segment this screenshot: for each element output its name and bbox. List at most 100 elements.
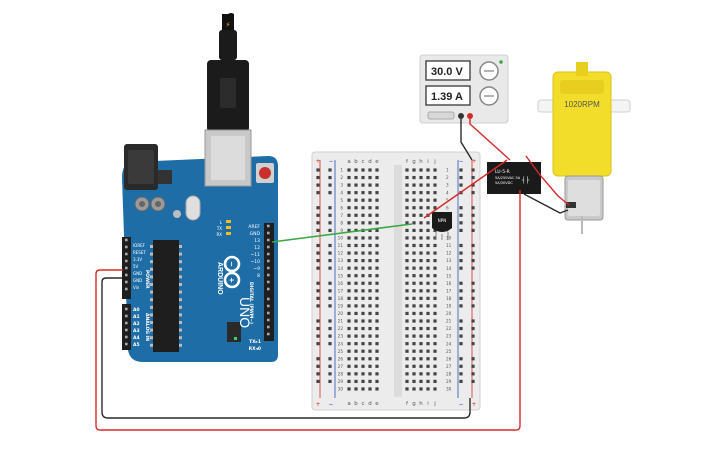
rail-hole[interactable] [316,221,320,225]
rail-hole[interactable] [316,243,320,248]
rail-hole[interactable] [459,372,463,376]
breadboard-hole[interactable] [368,311,372,316]
breadboard-hole[interactable] [361,198,365,202]
breadboard-hole[interactable] [412,221,416,225]
breadboard-hole[interactable] [405,311,409,316]
breadboard-hole[interactable] [419,213,423,217]
breadboard-hole[interactable] [419,326,423,331]
breadboard-hole[interactable] [426,296,430,300]
breadboard-hole[interactable] [368,289,372,293]
breadboard-hole[interactable] [354,191,358,195]
breadboard-hole[interactable] [354,243,358,248]
rail-hole[interactable] [471,296,475,300]
header-pin[interactable] [267,224,270,228]
breadboard-hole[interactable] [405,206,409,210]
rail-hole[interactable] [316,259,320,263]
breadboard-hole[interactable] [405,251,409,255]
breadboard-hole[interactable] [433,243,437,248]
breadboard-hole[interactable] [405,221,409,225]
breadboard-hole[interactable] [347,266,351,270]
transistor[interactable]: NPN [432,212,452,240]
header-pin[interactable] [125,328,128,332]
breadboard-hole[interactable] [361,379,365,383]
breadboard-hole[interactable] [412,236,416,240]
breadboard-hole[interactable] [405,168,409,172]
header-pin[interactable] [125,266,128,270]
rail-hole[interactable] [459,342,463,346]
rail-hole[interactable] [316,266,320,270]
breadboard-hole[interactable] [375,175,379,180]
breadboard-hole[interactable] [419,379,423,383]
breadboard-hole[interactable] [354,274,358,278]
breadboard-hole[interactable] [347,387,351,391]
rail-hole[interactable] [471,243,475,248]
breadboard-hole[interactable] [368,266,372,270]
breadboard-hole[interactable] [354,379,358,383]
reset-button[interactable] [259,167,271,179]
breadboard-hole[interactable] [419,342,423,346]
rail-hole[interactable] [316,364,320,368]
breadboard-hole[interactable] [361,236,365,240]
header-pin[interactable] [125,307,128,311]
header-pin[interactable] [267,259,270,263]
breadboard-hole[interactable] [361,319,365,323]
breadboard-hole[interactable] [412,183,416,187]
wire-red-relay-motor[interactable] [525,155,570,206]
breadboard-hole[interactable] [375,206,379,210]
rail-hole[interactable] [316,319,320,323]
breadboard-hole[interactable] [368,251,372,255]
rail-hole[interactable] [316,251,320,255]
breadboard-hole[interactable] [368,228,372,232]
breadboard-hole[interactable] [375,168,379,172]
rail-hole[interactable] [316,379,320,383]
breadboard-hole[interactable] [433,357,437,361]
breadboard-hole[interactable] [405,319,409,323]
arduino-uno-board[interactable]: ⚡ L TX RX [122,13,278,362]
rail-hole[interactable] [471,168,475,172]
header-pin[interactable] [267,304,270,308]
breadboard-hole[interactable] [361,191,365,195]
breadboard-hole[interactable] [433,311,437,316]
breadboard-hole[interactable] [405,236,409,240]
rail-hole[interactable] [459,304,463,308]
breadboard-hole[interactable] [412,168,416,172]
breadboard-hole[interactable] [433,379,437,383]
motor-terminal[interactable] [566,202,576,208]
breadboard-hole[interactable] [375,274,379,278]
breadboard-hole[interactable] [354,266,358,270]
rail-hole[interactable] [471,221,475,225]
breadboard-hole[interactable] [419,266,423,270]
rail-hole[interactable] [459,364,463,368]
breadboard-hole[interactable] [412,251,416,255]
breadboard-hole[interactable] [405,289,409,293]
header-pin[interactable] [267,280,270,284]
breadboard-hole[interactable] [426,191,430,195]
rail-hole[interactable] [316,372,320,376]
rail-hole[interactable] [471,259,475,263]
breadboard-hole[interactable] [354,334,358,338]
breadboard-hole[interactable] [405,334,409,338]
breadboard-hole[interactable] [361,168,365,172]
breadboard-hole[interactable] [405,266,409,270]
breadboard-hole[interactable] [347,175,351,180]
breadboard-hole[interactable] [433,259,437,263]
breadboard-hole[interactable] [375,304,379,308]
breadboard-hole[interactable] [433,364,437,368]
wire-green-signal[interactable] [271,223,413,243]
breadboard-hole[interactable] [412,304,416,308]
breadboard-hole[interactable] [361,274,365,278]
breadboard-hole[interactable] [354,326,358,331]
header-pin[interactable] [267,273,270,277]
breadboard-hole[interactable] [426,228,430,232]
breadboard-hole[interactable] [368,334,372,338]
header-pin[interactable] [125,314,128,318]
breadboard-hole[interactable] [361,357,365,361]
breadboard-hole[interactable] [368,191,372,195]
breadboard-hole[interactable] [361,296,365,300]
rail-hole[interactable] [471,326,475,331]
breadboard-hole[interactable] [419,357,423,361]
breadboard-hole[interactable] [405,274,409,278]
breadboard-hole[interactable] [419,387,423,391]
breadboard-hole[interactable] [361,213,365,217]
breadboard-hole[interactable] [426,259,430,263]
